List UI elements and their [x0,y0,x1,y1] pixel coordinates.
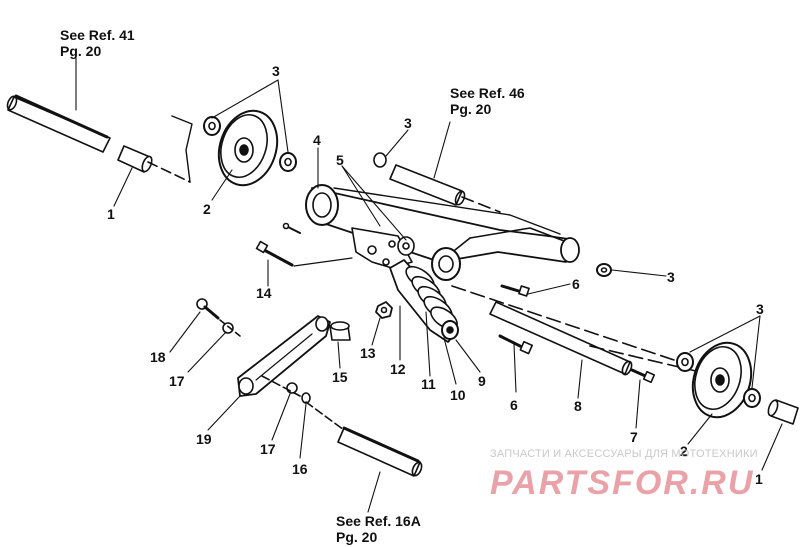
callout-1: 1 [755,471,763,487]
lower-idler-wheel [691,341,753,419]
upper-left-bushing [117,145,153,173]
callout-2: 2 [680,443,688,459]
shock-spring-assembly [389,236,459,343]
callout-4: 4 [313,132,321,148]
bottom-shaft [337,426,423,477]
callout-16: 16 [292,461,308,477]
upper-idler-wheel [217,109,279,187]
callout-6: 6 [510,397,518,413]
ref-46-line1: See Ref. 46 [450,85,525,101]
bolt-18 [196,298,220,320]
callout-17: 17 [260,441,276,457]
bolt-6-lower [498,334,533,355]
ref-41-line1: See Ref. 41 [60,27,135,43]
callout-1: 1 [107,206,115,222]
link-arm-19 [237,315,331,397]
leader-lines [75,57,783,513]
upper-washer-left [203,116,221,136]
bushing-15 [329,321,351,341]
callout-3: 3 [404,115,412,131]
bolt-6-upper [500,284,530,297]
ref-46-line2: Pg. 20 [450,101,492,117]
callout-10: 10 [450,387,466,403]
callout-14: 14 [256,285,272,301]
callout-8: 8 [574,398,582,414]
small-bolt-top [282,222,301,234]
washer-17-upper [222,322,234,334]
callout-9: 9 [478,373,486,389]
ref-16a-line1: See Ref. 16A [336,513,421,529]
callout-3: 3 [667,269,675,285]
callout-6: 6 [572,276,580,292]
upper-left-axle-shaft [6,94,111,153]
ref-41-line2: Pg. 20 [60,43,102,59]
washer-17-lower [286,382,298,394]
callout-7: 7 [630,429,638,445]
callout-3: 3 [756,301,764,317]
callout-3: 3 [272,63,280,79]
callout-11: 11 [421,376,436,392]
callout-2: 2 [203,201,211,217]
callout-19: 19 [196,431,212,447]
callout-12: 12 [390,361,406,377]
callout-13: 13 [360,345,376,361]
watermark-logo: PARTSFOR.RU [490,464,755,502]
bolt-7 [630,368,656,384]
callout-15: 15 [332,369,348,385]
upper-washer-right [279,152,297,172]
lower-washer-left [676,352,694,372]
callout-17: 17 [169,373,185,389]
ref-16a-line2: Pg. 20 [336,529,378,545]
watermark-tagline: ЗАПЧАСТИ И АКСЕССУАРЫ ДЛЯ МОТОТЕХНИКИ [490,448,758,460]
callout-18: 18 [150,349,166,365]
nut-16 [301,392,311,404]
lower-right-bushing [767,399,799,425]
lower-washer-right [743,388,761,408]
upper-right-shaft [373,152,466,206]
right-washer-3 [596,263,612,277]
bolt-14 [255,240,294,267]
watermark: ЗАПЧАСТИ И АКСЕССУАРЫ ДЛЯ МОТОТЕХНИКИ PA… [488,446,794,506]
nut-13 [375,301,393,319]
callout-5: 5 [336,152,344,168]
